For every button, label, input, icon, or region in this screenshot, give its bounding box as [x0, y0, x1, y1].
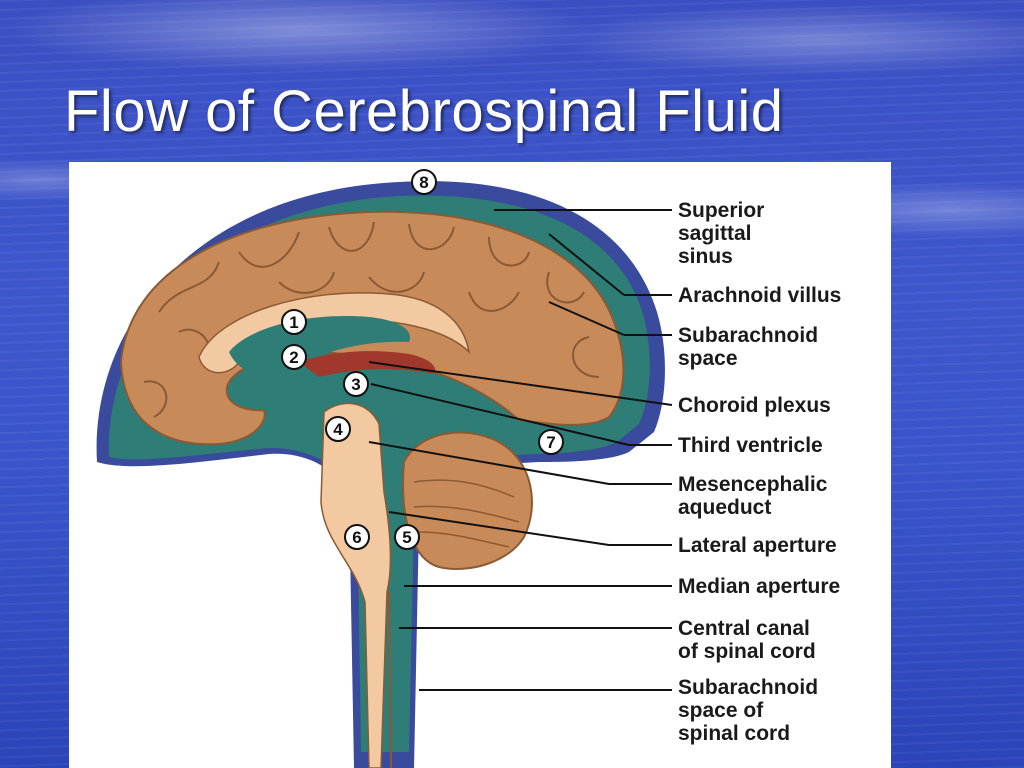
cerebellum-folia [413, 479, 520, 548]
slide-title: Flow of Cerebrospinal Fluid [64, 79, 784, 144]
choroid-plexus-region [299, 351, 436, 377]
marker-3: 3 [343, 371, 369, 397]
marker-8: 8 [411, 169, 437, 195]
central-canal-line [388, 591, 392, 768]
brainstem [320, 402, 392, 768]
leader-lines [368, 209, 673, 691]
label-choroid-plexus: Choroid plexus [678, 394, 831, 417]
label-subarachnoid-space-spinal: Subarachnoid space of spinal cord [678, 676, 819, 745]
svg-text:7: 7 [546, 433, 555, 452]
svg-text:2: 2 [289, 348, 298, 367]
marker-4: 4 [325, 416, 351, 442]
label-mesencephalic-aqueduct: Mesencephalic aqueduct [678, 473, 828, 519]
svg-text:1: 1 [289, 313, 298, 332]
gyri-lines [143, 221, 600, 418]
lateral-ventricle [229, 316, 410, 378]
brain-illustration: 1 2 3 4 5 6 7 8 [96, 169, 673, 768]
cerebellum [402, 431, 533, 570]
label-median-aperture: Median aperture [678, 575, 841, 598]
svg-text:5: 5 [402, 528, 411, 547]
marker-1: 1 [281, 309, 307, 335]
label-central-canal: Central canal of spinal cord [678, 617, 816, 663]
label-superior-sagittal-sinus: Superior sagittal sinus [678, 199, 765, 268]
marker-5: 5 [394, 524, 420, 550]
svg-text:3: 3 [351, 375, 360, 394]
label-subarachnoid-space: Subarachnoid space [678, 324, 819, 370]
label-third-ventricle: Third ventricle [678, 434, 823, 457]
svg-text:8: 8 [419, 173, 428, 192]
label-arachnoid-villus: Arachnoid villus [678, 284, 842, 307]
csf-diagram: 1 2 3 4 5 6 7 8 Superio [69, 162, 891, 768]
svg-text:4: 4 [333, 420, 343, 439]
marker-7: 7 [538, 429, 564, 455]
svg-text:6: 6 [352, 528, 361, 547]
marker-6: 6 [344, 524, 370, 550]
marker-2: 2 [281, 344, 307, 370]
label-lateral-aperture: Lateral aperture [678, 534, 837, 557]
